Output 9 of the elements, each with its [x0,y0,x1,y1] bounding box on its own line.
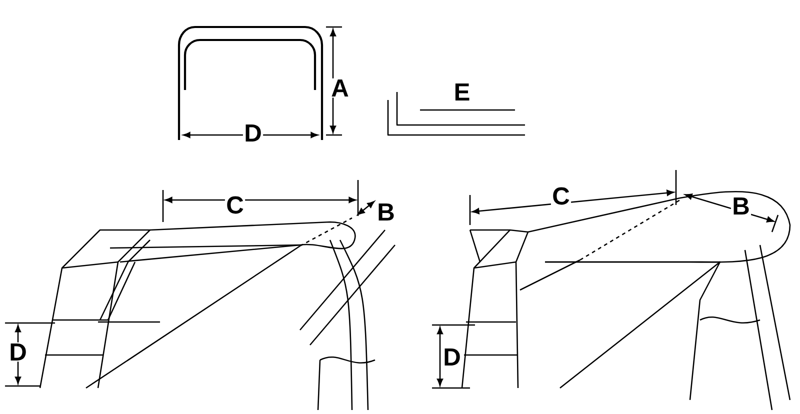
dimension-letter: B [730,196,752,216]
dimension-letter: D [242,123,264,143]
dimension-letter: C [550,186,572,206]
dimension-letter: C [224,195,246,215]
dimension-letter: E [452,82,472,102]
dimension-letter: B [376,202,396,222]
dimension-letter: D [8,342,28,362]
dimension-letter: A [330,78,350,98]
dimension-letter: D [442,347,462,367]
